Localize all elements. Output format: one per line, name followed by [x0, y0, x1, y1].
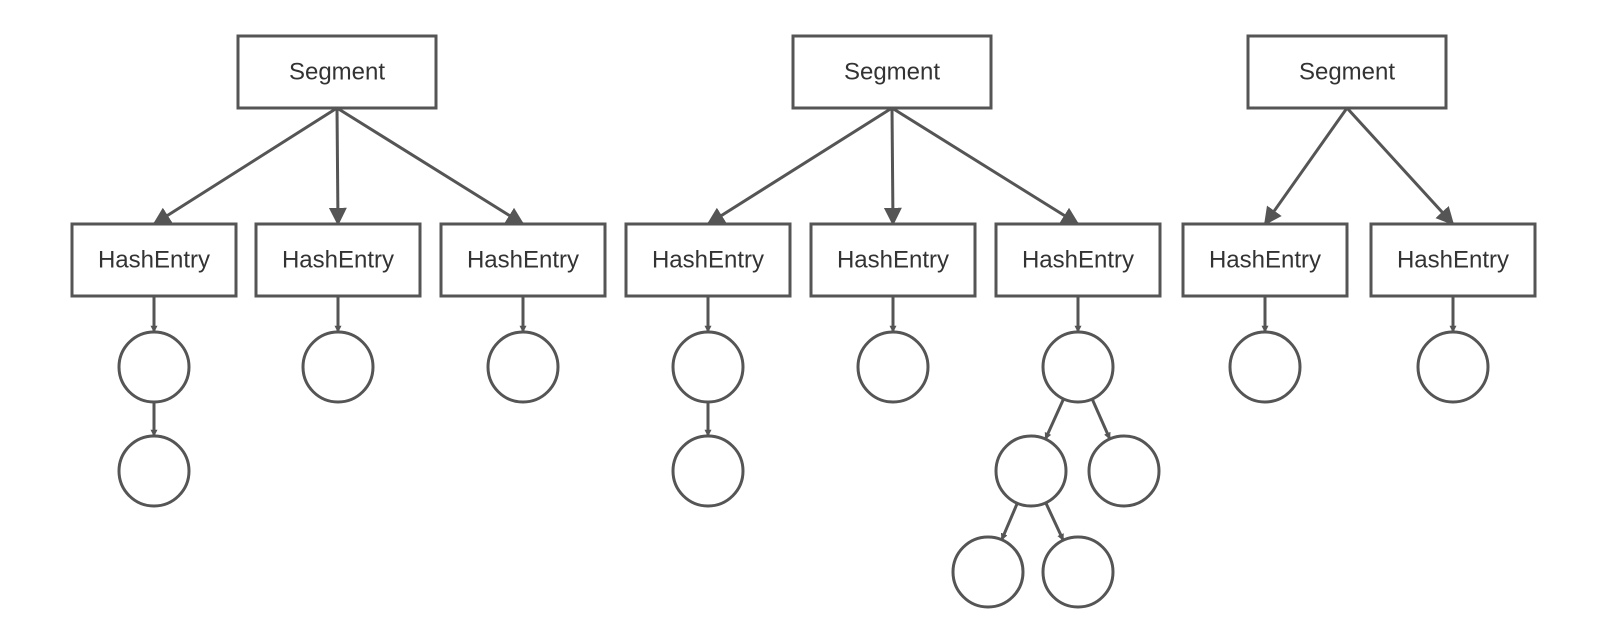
segment-node: Segment [791, 34, 993, 110]
node-box [439, 222, 607, 298]
edge-arrow [706, 106, 893, 226]
node-label: HashEntry [1397, 246, 1509, 273]
segment-node: Segment [1246, 34, 1448, 110]
hashentry-node: HashEntry [1181, 222, 1349, 298]
hashentry-node: HashEntry [70, 222, 238, 298]
entry-circle-node [1416, 330, 1490, 404]
entry-circle-node [671, 434, 745, 508]
node-label: Segment [289, 58, 385, 85]
edge-arrow [1044, 502, 1065, 541]
entry-circle-node [1228, 330, 1302, 404]
edge-arrow [883, 107, 902, 226]
node-box [809, 222, 977, 298]
edge-arrow [1345, 106, 1455, 226]
node-box [1369, 222, 1537, 298]
node-box [1181, 222, 1349, 298]
segment-node: Segment [236, 34, 438, 110]
node-label: HashEntry [467, 246, 579, 273]
entry-circle-node [486, 330, 560, 404]
node-box [70, 222, 238, 298]
hashentry-node: HashEntry [994, 222, 1162, 298]
edge-arrow [328, 107, 347, 226]
hashentry-node: HashEntry [254, 222, 422, 298]
edge-arrow [152, 106, 338, 226]
entry-circle-node [301, 330, 375, 404]
edge-arrow [336, 106, 525, 226]
hashentry-node: HashEntry [624, 222, 792, 298]
edge-arrow [1090, 398, 1112, 440]
node-label: HashEntry [282, 246, 394, 273]
hashentry-node: HashEntry [439, 222, 607, 298]
edge-arrow [891, 106, 1080, 226]
node-label: HashEntry [652, 246, 764, 273]
node-label: HashEntry [98, 246, 210, 273]
hashentry-node: HashEntry [1369, 222, 1537, 298]
entry-circle-node [1087, 434, 1161, 508]
entry-circle-node [951, 535, 1025, 609]
entry-circle-node [856, 330, 930, 404]
entry-circle-node [1041, 535, 1115, 609]
edge-arrow [1000, 502, 1019, 541]
entry-circle-node [117, 434, 191, 508]
node-label: Segment [844, 58, 940, 85]
node-box [236, 34, 438, 110]
node-box [994, 222, 1162, 298]
node-label: HashEntry [1209, 246, 1321, 273]
edge-arrow [1263, 107, 1349, 226]
node-box [254, 222, 422, 298]
hashentry-node: HashEntry [809, 222, 977, 298]
edges-layer [150, 106, 1457, 541]
entry-circle-node [994, 434, 1068, 508]
node-box [624, 222, 792, 298]
node-box [1246, 34, 1448, 110]
node-box [791, 34, 993, 110]
entry-circle-node [117, 330, 191, 404]
edge-arrow [1044, 398, 1065, 440]
node-label: HashEntry [1022, 246, 1134, 273]
entry-circle-node [1041, 330, 1115, 404]
entry-circle-node [671, 330, 745, 404]
node-label: Segment [1299, 58, 1395, 85]
node-label: HashEntry [837, 246, 949, 273]
